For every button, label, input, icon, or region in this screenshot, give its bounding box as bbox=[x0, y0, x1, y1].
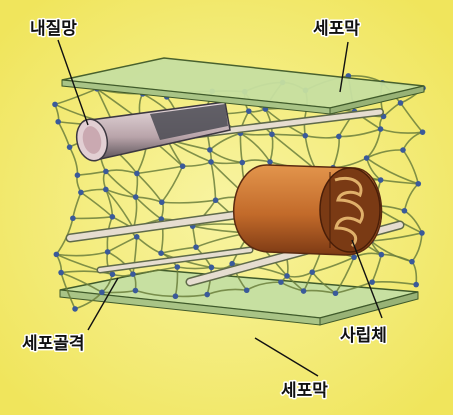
mesh-node bbox=[105, 249, 111, 255]
mesh-node bbox=[402, 208, 408, 214]
mesh-node bbox=[213, 197, 219, 203]
mesh-node bbox=[133, 194, 139, 200]
mesh-node bbox=[269, 131, 275, 137]
mesh-node bbox=[159, 199, 165, 205]
mesh-node bbox=[351, 254, 357, 260]
mitochondrion bbox=[234, 165, 382, 255]
mesh-node bbox=[110, 271, 116, 277]
mesh-node bbox=[130, 271, 136, 277]
mesh-node bbox=[52, 102, 58, 108]
mesh-node bbox=[180, 163, 186, 169]
mesh-node bbox=[103, 187, 109, 193]
mesh-node bbox=[413, 282, 419, 288]
mesh-node bbox=[267, 159, 273, 165]
mesh-node bbox=[55, 119, 61, 125]
label-membrane-top: 세포막 bbox=[313, 19, 360, 39]
mesh-node bbox=[134, 234, 140, 240]
mesh-node bbox=[78, 190, 84, 196]
mesh-node bbox=[379, 252, 385, 258]
mesh-node bbox=[369, 279, 375, 285]
mesh-node bbox=[400, 147, 406, 153]
mesh-node bbox=[110, 214, 116, 220]
mesh-node bbox=[58, 270, 64, 276]
mesh-node bbox=[309, 269, 315, 275]
mesh-node bbox=[72, 306, 78, 312]
mesh-node bbox=[246, 108, 252, 114]
label-membrane-bottom: 세포막 bbox=[281, 381, 328, 401]
mesh-node bbox=[209, 265, 215, 271]
mesh-node bbox=[103, 169, 109, 175]
label-er: 내질망 bbox=[30, 18, 77, 39]
mesh-node bbox=[175, 264, 181, 270]
mesh-node bbox=[409, 259, 415, 265]
mesh-node bbox=[244, 287, 250, 293]
mesh-node bbox=[70, 215, 76, 221]
mesh-node bbox=[415, 181, 421, 187]
mesh-node bbox=[398, 100, 404, 106]
mesh-node bbox=[378, 177, 384, 183]
mesh-node bbox=[75, 172, 81, 178]
mesh-node bbox=[364, 155, 370, 161]
label-mitochondrion: 사립체 bbox=[340, 326, 387, 346]
mesh-node bbox=[204, 292, 210, 298]
mesh-node bbox=[173, 293, 179, 299]
mesh-node bbox=[207, 147, 213, 153]
mesh-node bbox=[134, 171, 140, 177]
mesh-node bbox=[336, 134, 342, 140]
mesh-node bbox=[239, 160, 245, 166]
mesh-node bbox=[302, 133, 308, 139]
mesh-node bbox=[419, 230, 425, 236]
mesh-node bbox=[301, 288, 307, 294]
mesh-node bbox=[67, 144, 73, 150]
mesh-node bbox=[284, 273, 290, 279]
mesh-node bbox=[193, 244, 199, 250]
mesh-node bbox=[333, 290, 339, 296]
mesh-node bbox=[99, 290, 105, 296]
label-cytoskeleton: 세포골격 bbox=[22, 334, 85, 354]
mesh-node bbox=[378, 126, 384, 132]
mesh-node bbox=[133, 288, 139, 294]
mesh-node bbox=[54, 252, 60, 258]
mesh-node bbox=[420, 129, 426, 135]
mesh-node bbox=[208, 159, 214, 165]
mesh-node bbox=[158, 250, 164, 256]
mesh-node bbox=[278, 279, 284, 285]
